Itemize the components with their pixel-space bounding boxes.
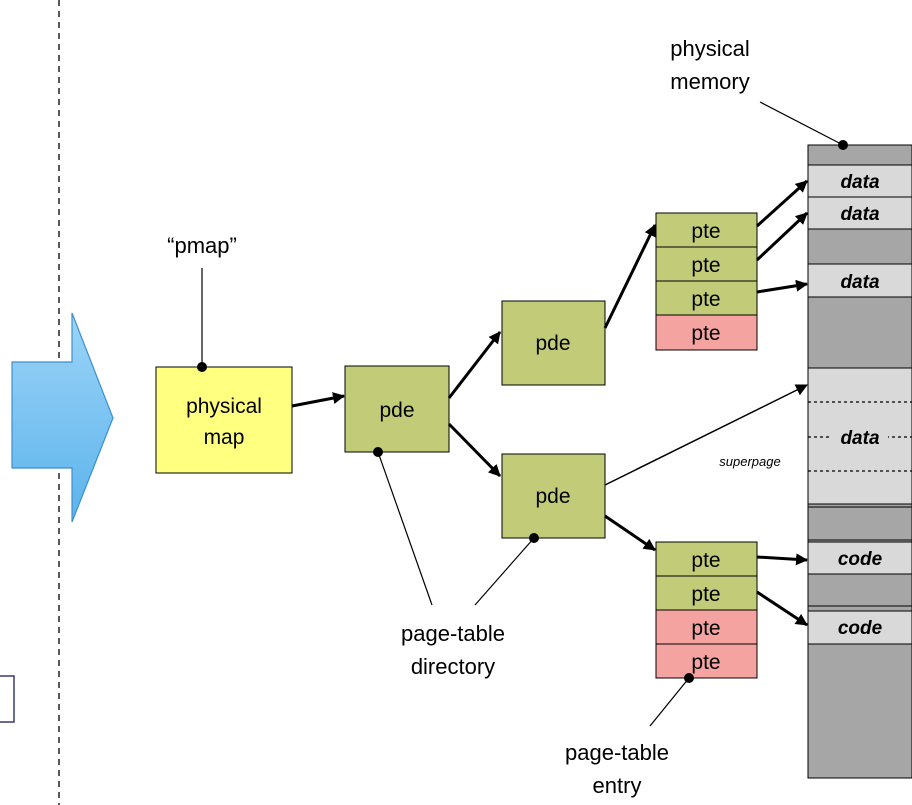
leader-line	[474, 537, 535, 606]
page-table-upper: pte pte pte pte	[655, 212, 758, 351]
physical-memory-column: data data data data code code	[807, 144, 912, 779]
arrow	[755, 179, 809, 228]
memory-segment-data	[807, 263, 912, 298]
code-label: code	[838, 618, 883, 639]
arrow	[755, 211, 809, 262]
memory-segment-code	[807, 610, 912, 645]
partial-box-fragment	[0, 675, 15, 723]
pde-box	[501, 453, 606, 539]
pde-box	[501, 300, 606, 386]
big-blue-arrow-icon	[11, 312, 114, 523]
leader-line	[377, 451, 433, 606]
pde-box	[344, 365, 450, 453]
arrow	[447, 422, 502, 478]
pte-entry-invalid	[655, 609, 758, 645]
arrows	[291, 179, 809, 627]
arrow	[756, 590, 808, 627]
pte-label: pte	[691, 220, 720, 243]
physical-memory-label: memory	[670, 69, 749, 94]
arrow	[291, 392, 345, 408]
page-table-lower: pte pte pte pte	[655, 541, 758, 683]
data-label: data	[840, 204, 880, 225]
memory-segment-data	[807, 196, 912, 230]
pte-label: pte	[691, 583, 720, 606]
pte-entry-valid	[655, 246, 758, 282]
leader-line	[649, 677, 690, 727]
superpage-arrow	[604, 384, 808, 486]
pte-label: pte	[691, 322, 720, 345]
pte-entry-invalid	[655, 314, 758, 351]
pmap-label: “pmap”	[167, 233, 237, 258]
code-label: code	[838, 549, 883, 570]
arrow	[756, 279, 808, 294]
physical-memory-label: physical	[670, 36, 749, 61]
physical-map-box	[155, 366, 293, 474]
arrow	[756, 553, 808, 566]
pde-label: pde	[535, 485, 570, 508]
pte-entry-invalid	[655, 643, 758, 679]
physical-map-label: physical	[186, 395, 262, 418]
memory-segment-code	[807, 541, 912, 575]
physical-map-label: map	[204, 426, 245, 449]
pte-label: pte	[691, 651, 720, 674]
page-table-directory-label: page-table	[401, 621, 505, 646]
pde-label: pde	[379, 399, 414, 422]
leader-dot	[838, 140, 848, 150]
pte-label: pte	[691, 617, 720, 640]
pte-entry-valid	[655, 575, 758, 611]
arrow	[603, 224, 657, 329]
page-table-entry-label: entry	[593, 773, 642, 798]
pte-entry-valid	[655, 541, 758, 577]
data-label: data	[840, 172, 880, 193]
memory-segment-data	[807, 164, 912, 198]
data-label: data	[840, 272, 880, 293]
superpage-label: superpage	[719, 454, 780, 469]
arrow	[604, 514, 656, 552]
arrow	[447, 331, 502, 399]
pte-label: pte	[691, 254, 720, 277]
page-table-entry-label: page-table	[565, 740, 669, 765]
data-label: data	[840, 428, 880, 449]
leader-dot	[197, 362, 207, 372]
pte-entry-valid	[655, 212, 758, 248]
leader-line	[759, 101, 844, 146]
pte-label: pte	[691, 288, 720, 311]
page-table-directory-label: directory	[411, 654, 495, 679]
pte-label: pte	[691, 549, 720, 572]
pde-label: pde	[535, 332, 570, 355]
